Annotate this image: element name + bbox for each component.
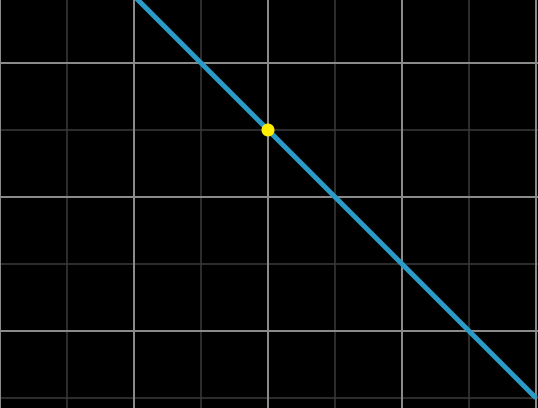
- series-line-0: [134, 0, 538, 400]
- data-point-0[interactable]: [261, 123, 275, 137]
- points-layer: [261, 123, 275, 137]
- series-layer: [134, 0, 538, 400]
